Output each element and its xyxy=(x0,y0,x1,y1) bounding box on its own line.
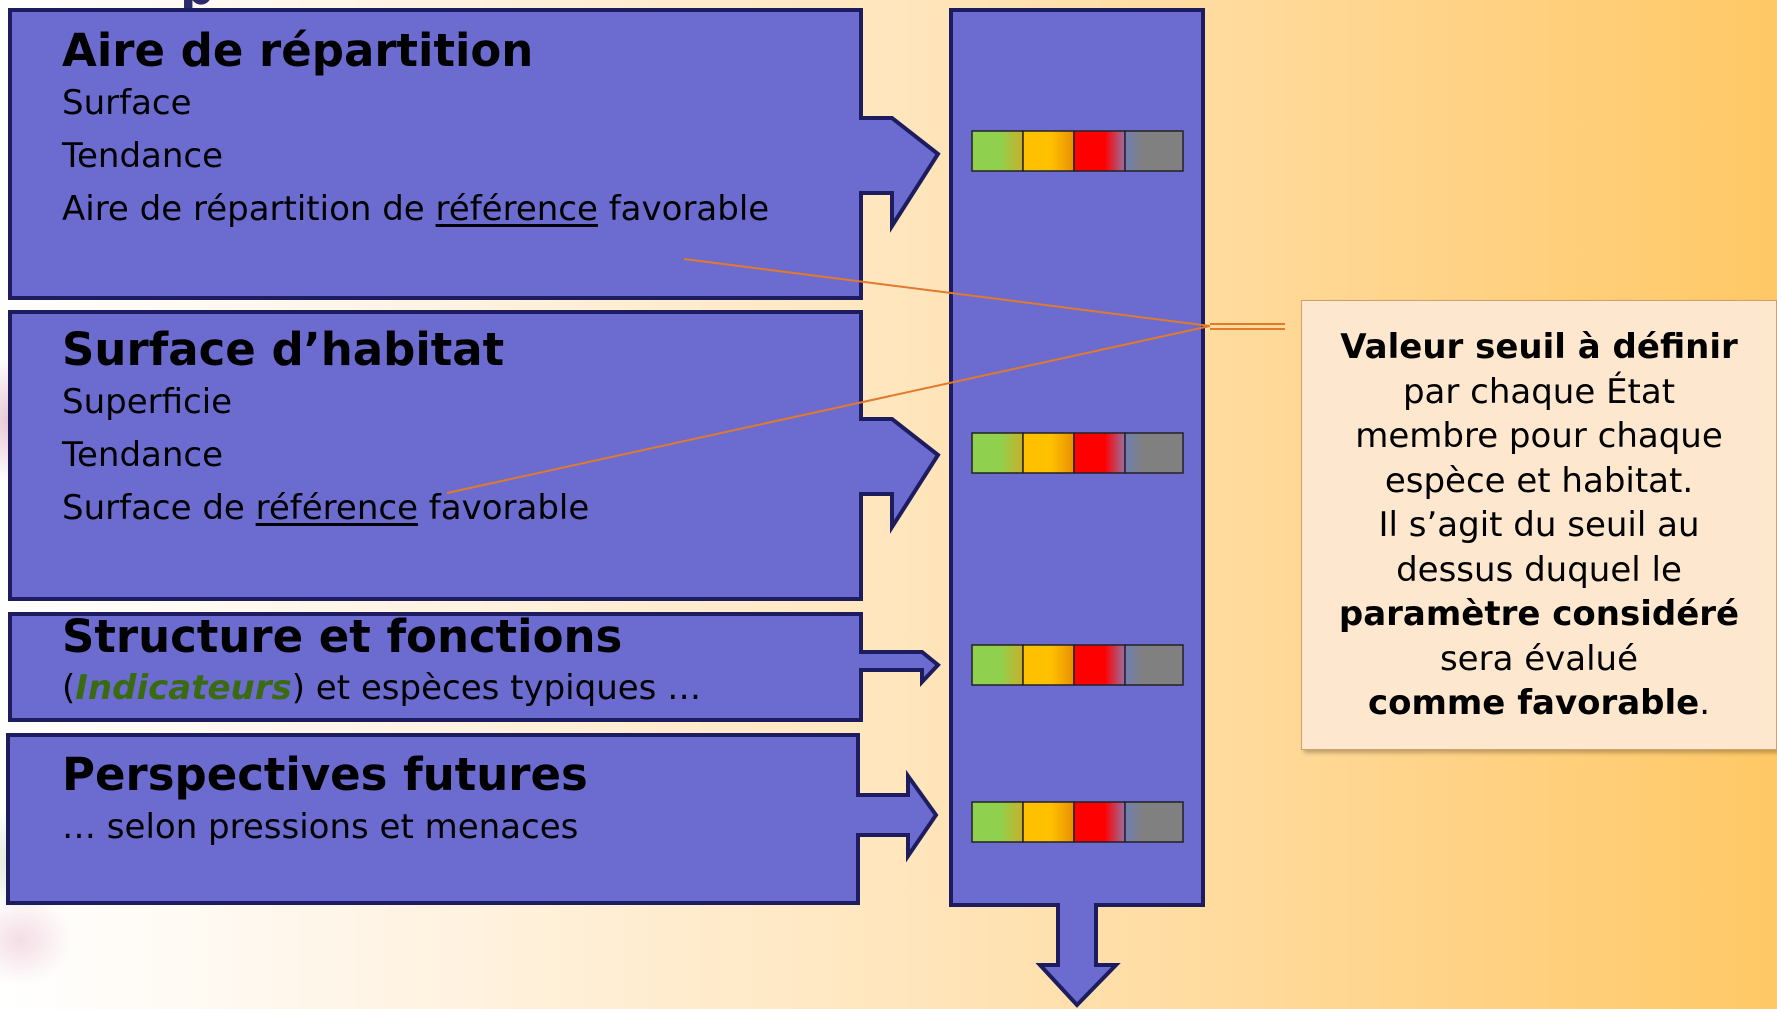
panel-structure-et-fonctions xyxy=(8,612,941,722)
callout-line-4: Il s’agit du seuil au xyxy=(1378,505,1700,545)
traffic-light-scale-2 xyxy=(971,432,1184,474)
panel-2-text: Surface d’habitat Superficie Tendance Su… xyxy=(62,324,589,535)
panel-perspectives-futures xyxy=(6,733,939,905)
traffic-light-scale-4 xyxy=(971,801,1184,843)
traffic-light-scale-3 xyxy=(971,644,1184,686)
callout-line-1: par chaque État xyxy=(1402,371,1676,412)
callout-bold-1: Valeur seuil à définir xyxy=(1340,327,1738,367)
callout-line-3: espèce et habitat. xyxy=(1384,460,1694,501)
evaluation-column xyxy=(949,8,1205,1008)
callout-bold-3: comme favorable xyxy=(1367,683,1700,723)
panel-1-line-2: Tendance xyxy=(62,136,224,176)
panel-3-line-1: (Indicateurs) et espèces typiques … xyxy=(62,668,702,708)
panel-2-title: Surface d’habitat xyxy=(62,323,505,376)
callout-line-2: membre pour chaque xyxy=(1355,416,1723,456)
callout-bold-2: paramètre considéré xyxy=(1338,594,1740,634)
callout-connector xyxy=(446,258,1285,494)
callout-period: . xyxy=(1699,683,1711,723)
panel-1-line-1: Surface xyxy=(62,83,192,123)
panel-surface-habitat xyxy=(8,310,941,601)
callout-line-5: dessus duquel le xyxy=(1396,549,1682,590)
callout-line-6: sera évalué xyxy=(1439,638,1639,679)
traffic-light-scale-1 xyxy=(971,130,1184,172)
panel-1-text: Aire de répartition Surface Tendance Air… xyxy=(62,25,769,236)
panel-1-title: Aire de répartition xyxy=(62,24,534,77)
panel-2-line-3: Surface de référence favorable xyxy=(62,488,590,528)
threshold-callout: Valeur seuil à définir par chaque État m… xyxy=(1301,300,1777,750)
panel-4-title: Perspectives futures xyxy=(62,748,588,801)
panel-2-line-1: Superficie xyxy=(62,382,233,422)
panel-1-line-3: Aire de répartition de référence favorab… xyxy=(62,189,770,229)
panel-aire-de-repartition xyxy=(8,8,941,300)
panel-4-text: Perspectives futures … selon pressions e… xyxy=(62,749,588,853)
panel-4-line-1: … selon pressions et menaces xyxy=(62,807,579,847)
panel-2-line-2: Tendance xyxy=(62,435,224,475)
panel-3-text: Structure et fonctions (Indicateurs) et … xyxy=(62,611,701,713)
panel-3-title: Structure et fonctions xyxy=(62,610,623,663)
